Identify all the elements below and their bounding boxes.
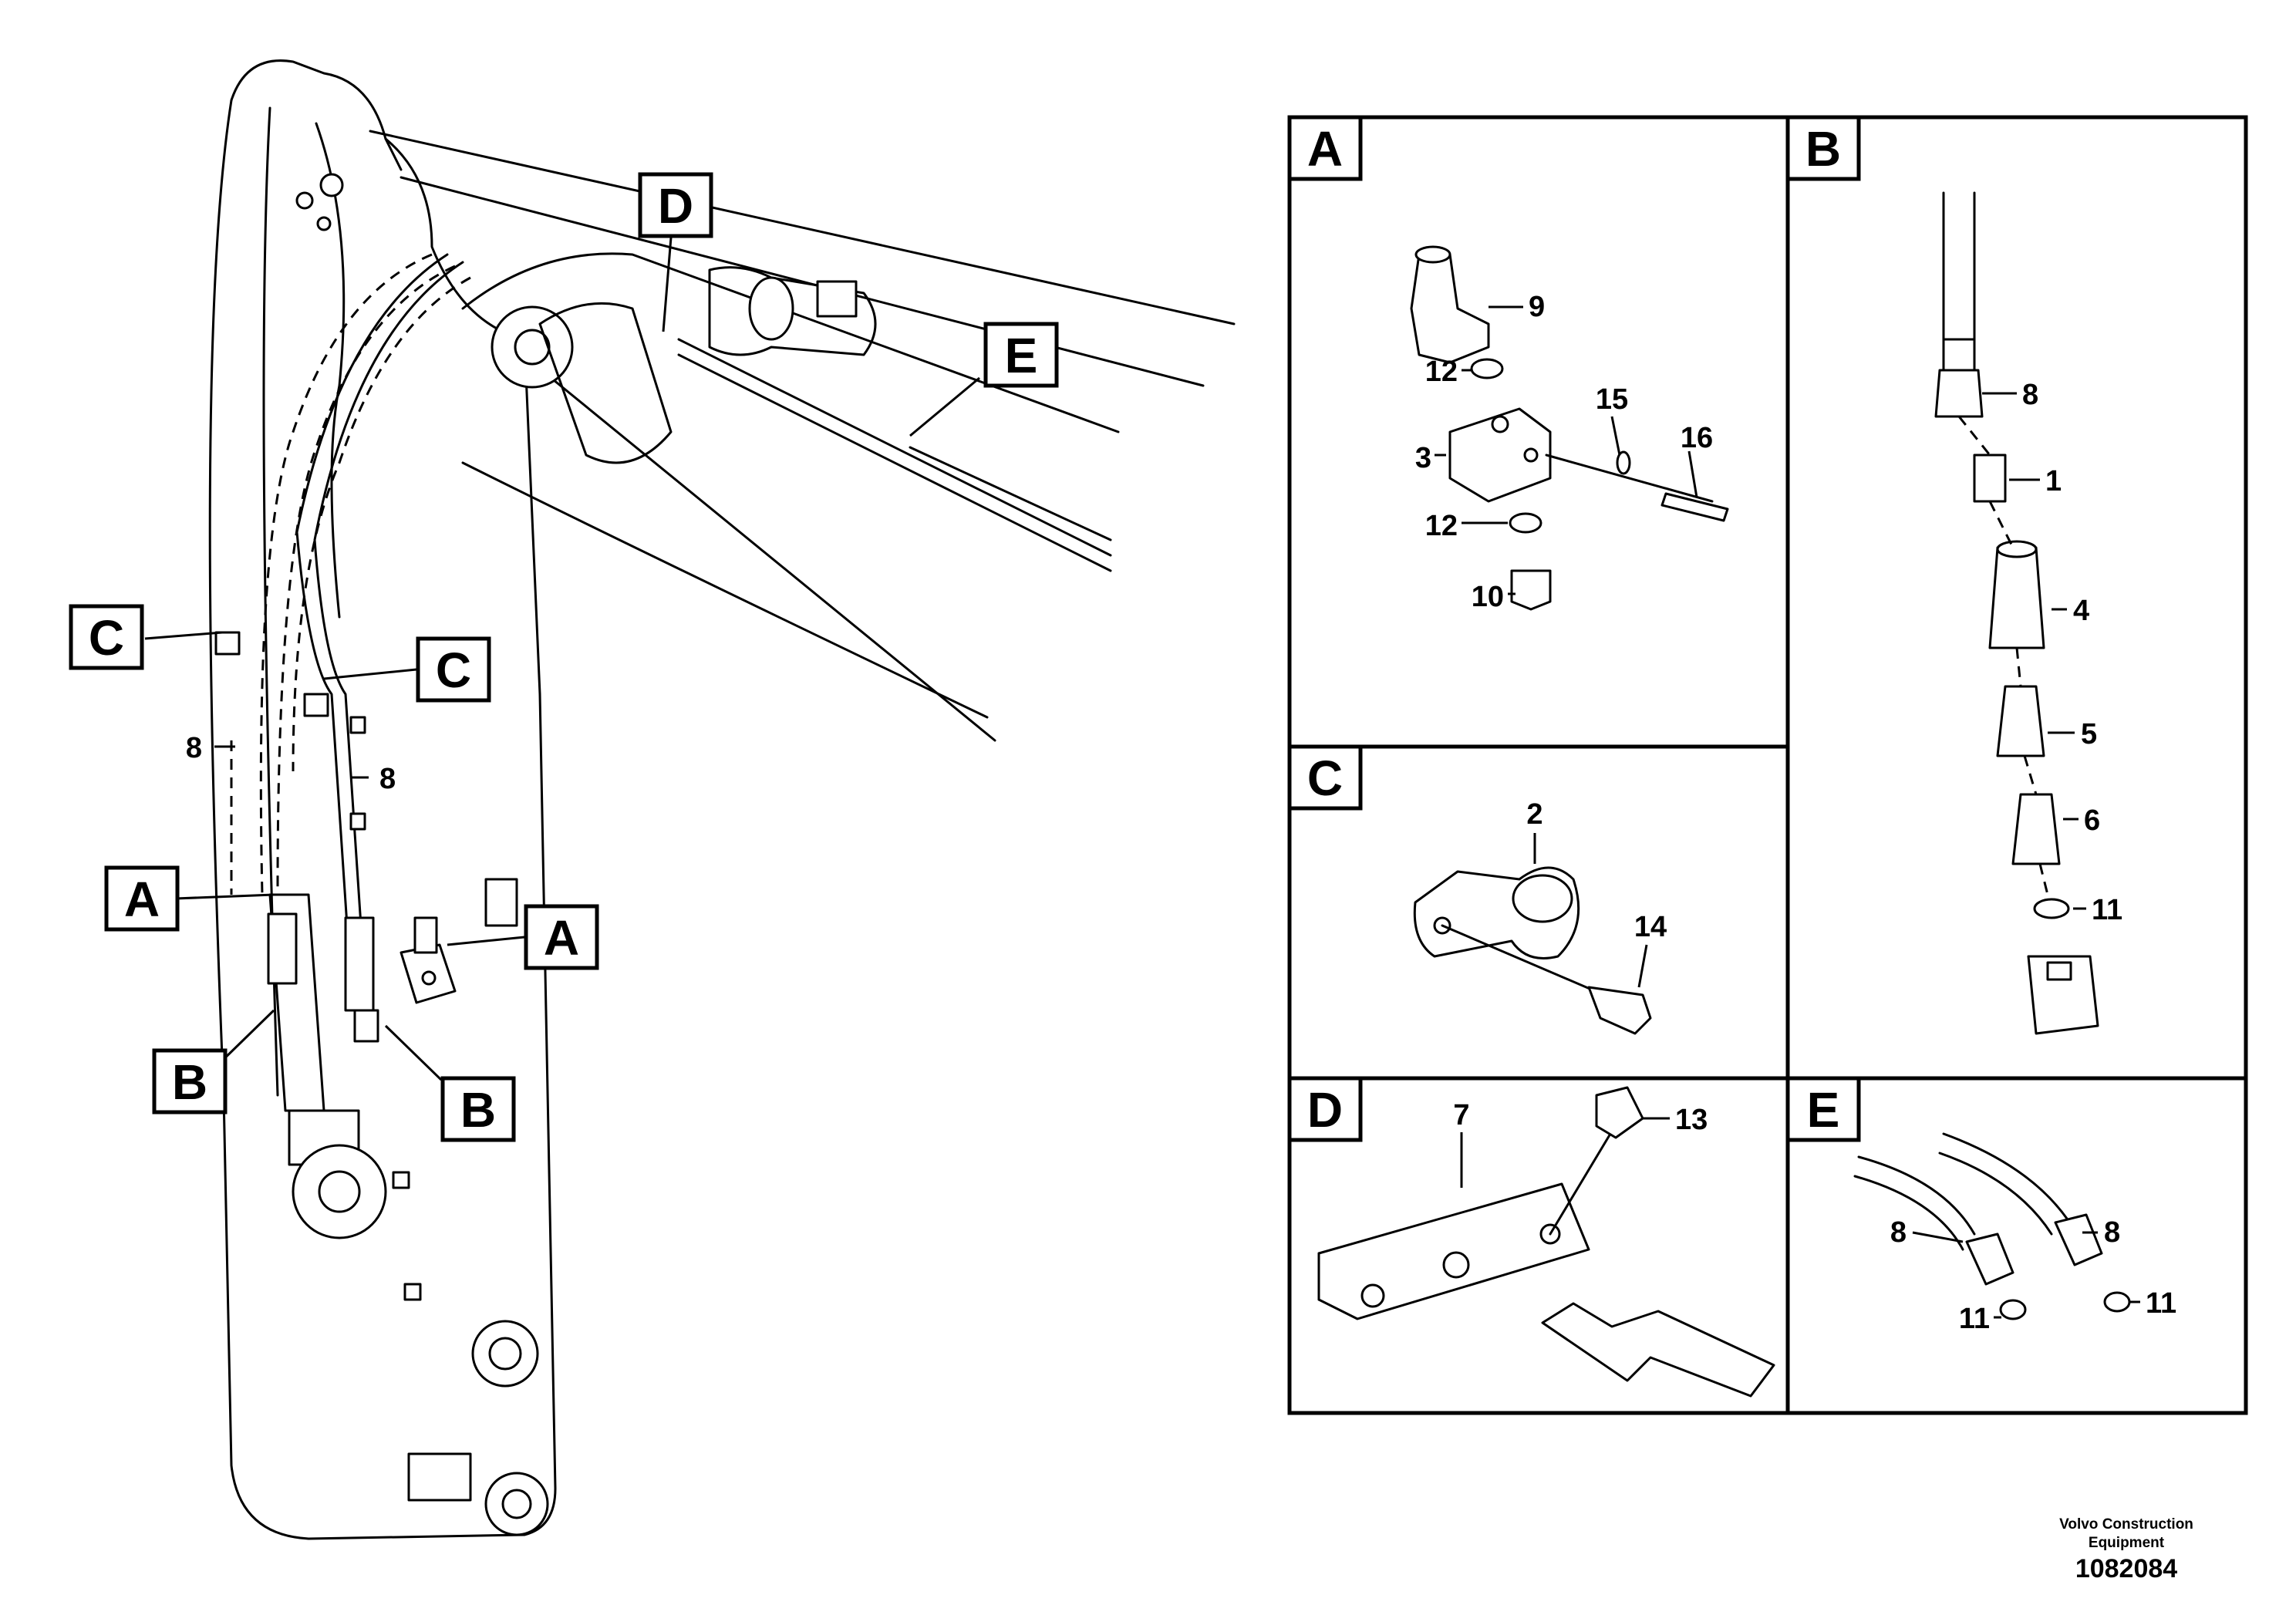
panel-d-part-13: 13 [1675,1104,1708,1136]
panel-b-part-4: 4 [2073,595,2089,627]
boom-label-box-e: E [983,322,1059,388]
panel-a-part-15: 15 [1596,383,1628,416]
panel-b-part-11: 11 [2092,894,2122,926]
boom-hose-callout-left: 8 [186,732,202,764]
panel-b-title-box: B [1785,115,1861,181]
panel-e-part-8-right: 8 [2104,1216,2120,1249]
panel-c-part-14: 14 [1634,911,1667,943]
panel-c-part-2: 2 [1526,798,1542,831]
boom-label-box-c-right: C [416,636,491,703]
panel-c-title: C [1307,750,1343,806]
panel-d-title-box: D [1287,1076,1363,1142]
boom-label-b-right-text: B [460,1082,496,1138]
boom-label-box-a-left: A [104,865,180,932]
panel-b-title: B [1805,121,1841,177]
boom-label-box-b-right: B [440,1076,516,1142]
panel-a-part-12-lower: 12 [1425,510,1458,542]
boom-label-e-text: E [1005,328,1038,383]
panel-b-part-8: 8 [2022,379,2038,411]
panel-b-part-1: 1 [2045,465,2062,497]
figure-number: 1082084 [2075,1554,2178,1583]
boom-label-c-right-text: C [436,642,471,698]
panel-b-drawing [1934,191,2099,1035]
panel-a-drawing [1410,245,1729,611]
boom-label-d-text: D [658,178,693,234]
boom-label-box-a-right: A [524,904,599,970]
boom-label-box-c-left: C [69,604,144,670]
panel-d-title: D [1307,1082,1343,1138]
panel-b-part-6: 6 [2084,804,2100,837]
boom-leader-lines [144,237,980,1081]
panel-a-part-9: 9 [1529,291,1545,323]
panel-e-part-11-left: 11 [1959,1303,1990,1335]
boom-label-c-left-text: C [89,610,124,666]
panel-e-part-11-right: 11 [2146,1287,2176,1320]
panel-e-title: E [1807,1082,1840,1138]
boom-label-box-d: D [638,172,713,238]
panel-d-part-7: 7 [1453,1099,1469,1131]
boom-hose-callout-right: 8 [379,763,396,795]
boom-label-box-b-left: B [152,1048,228,1114]
panel-a-part-16: 16 [1681,422,1713,454]
boom-label-b-left-text: B [172,1054,207,1110]
panel-a-title-box: A [1287,115,1363,181]
boom-label-a-left-text: A [124,872,160,927]
boom-illustration [208,59,1236,1540]
panel-d-drawing [1317,1086,1775,1398]
panel-a-part-12-upper: 12 [1425,356,1458,388]
boom-label-a-right-text: A [544,910,579,966]
panel-c-drawing [1413,833,1652,1035]
panel-b-part-5: 5 [2081,718,2097,750]
panel-a-part-10: 10 [1472,581,1504,613]
company-name: Volvo Construction Equipment [2059,1516,2193,1551]
panel-a-title: A [1307,121,1343,177]
panel-e-drawing [1853,1132,2140,1320]
panel-e-title-box: E [1785,1076,1861,1142]
panel-c-title-box: C [1287,744,1363,811]
panel-e-part-8-left: 8 [1890,1216,1907,1249]
panel-a-part-3: 3 [1415,442,1431,474]
